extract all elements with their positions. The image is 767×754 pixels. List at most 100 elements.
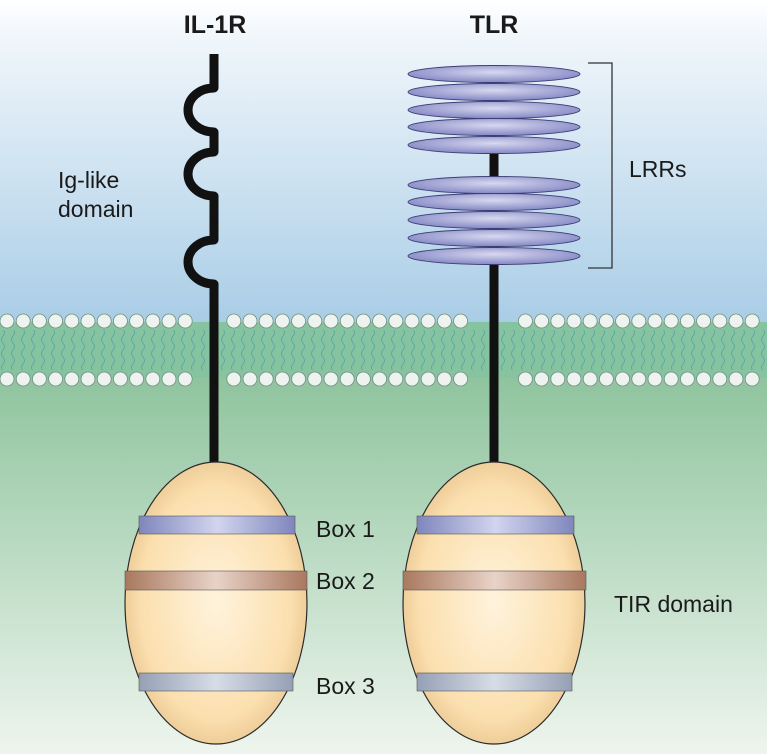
lipid-head — [518, 371, 533, 387]
lipid-head — [48, 371, 63, 387]
lipid-head — [80, 313, 96, 329]
lipid-head — [599, 371, 614, 387]
lipid-head — [64, 371, 80, 387]
extracellular-region — [0, 0, 767, 322]
lipid-head — [453, 371, 469, 387]
lipid-head — [712, 371, 728, 387]
lipid-head — [404, 371, 420, 387]
membrane-inner-leaflet — [0, 371, 760, 387]
lipid-head — [96, 371, 112, 387]
tlr-box2 — [402, 570, 587, 591]
lipid-head — [744, 313, 760, 329]
lipid-head — [15, 313, 31, 329]
lipid-head — [242, 313, 258, 329]
lipid-head — [80, 371, 96, 387]
lipid-head — [680, 313, 695, 329]
cytoplasm-region — [0, 378, 767, 754]
il1r-box2 — [124, 570, 308, 591]
lrr-disc — [407, 193, 581, 211]
lipid-head — [420, 313, 436, 329]
lipid-head — [323, 313, 339, 329]
lipid-head — [339, 371, 355, 387]
lipid-head — [453, 313, 469, 329]
lipid-head — [32, 371, 47, 387]
lipid-head — [323, 371, 339, 387]
tlr-tir-domain — [402, 461, 586, 745]
box2-label: Box 2 — [316, 568, 375, 594]
lipid-head — [550, 313, 566, 329]
tlr-title: TLR — [470, 11, 519, 39]
il1r-tir-domain — [124, 461, 308, 745]
lipid-head — [355, 313, 371, 329]
lrr-disc — [407, 247, 581, 265]
lipid-head — [582, 313, 598, 329]
lipid-head — [113, 371, 128, 387]
lipid-head — [15, 371, 31, 387]
lipid-head — [582, 371, 598, 387]
lipid-head — [534, 313, 549, 329]
lipid-head — [274, 371, 290, 387]
tir-domain-label: TIR domain — [614, 591, 733, 617]
lrr-stack — [407, 65, 581, 265]
lipid-head — [161, 371, 177, 387]
lipid-head — [307, 371, 323, 387]
lipid-head — [728, 313, 744, 329]
lipid-head — [177, 313, 193, 329]
lipid-head — [518, 313, 533, 329]
lipid-head — [32, 313, 47, 329]
lipid-head — [566, 371, 582, 387]
lipid-head — [566, 313, 582, 329]
lrr-disc — [407, 229, 581, 247]
lipid-head — [129, 313, 145, 329]
lipid-head — [64, 313, 80, 329]
lipid-head — [388, 313, 404, 329]
lipid-head — [696, 313, 711, 329]
lipid-head — [420, 371, 436, 387]
lipid-head — [631, 313, 647, 329]
lipid-head — [599, 313, 614, 329]
box1-label: Box 1 — [316, 516, 375, 542]
lipid-head — [258, 371, 274, 387]
lipid-head — [647, 371, 663, 387]
ig-like-label-line1: Ig-like — [58, 167, 119, 193]
lipid-head — [0, 371, 15, 387]
lrr-disc — [407, 101, 581, 119]
box3-label: Box 3 — [316, 673, 375, 699]
lipid-head — [145, 371, 161, 387]
lipid-head — [307, 313, 323, 329]
lipid-head — [436, 313, 452, 329]
tlr-box1 — [416, 515, 575, 535]
lipid-head — [436, 371, 452, 387]
il1r-receptor — [124, 54, 308, 745]
membrane-lipid-tails — [0, 330, 767, 370]
lrr-disc — [407, 176, 581, 194]
lrr-disc — [407, 211, 581, 229]
tlr-receptor — [402, 65, 587, 745]
lipid-head — [372, 313, 388, 329]
lipid-head — [145, 313, 161, 329]
lipid-head — [177, 371, 193, 387]
lipid-head — [226, 371, 242, 387]
ig-like-label-line2: domain — [58, 196, 133, 222]
lipid-head — [712, 313, 728, 329]
lipid-head — [615, 313, 630, 329]
lrr-disc — [407, 118, 581, 136]
lipid-head — [0, 313, 15, 329]
il1r-title: IL-1R — [184, 11, 247, 39]
lipid-head — [550, 371, 566, 387]
lrr-disc — [407, 83, 581, 101]
lipid-head — [258, 313, 274, 329]
il1r-box3 — [138, 672, 294, 692]
lipid-head — [339, 313, 355, 329]
lipid-head — [728, 371, 744, 387]
lipid-head — [242, 371, 258, 387]
lrr-disc — [407, 65, 581, 83]
lipid-head — [372, 371, 388, 387]
ig-like-domain-loops — [183, 72, 219, 300]
membrane-outer-leaflet — [0, 313, 760, 329]
lipid-head — [355, 371, 371, 387]
lrr-disc — [407, 136, 581, 154]
lipid-head — [96, 313, 112, 329]
